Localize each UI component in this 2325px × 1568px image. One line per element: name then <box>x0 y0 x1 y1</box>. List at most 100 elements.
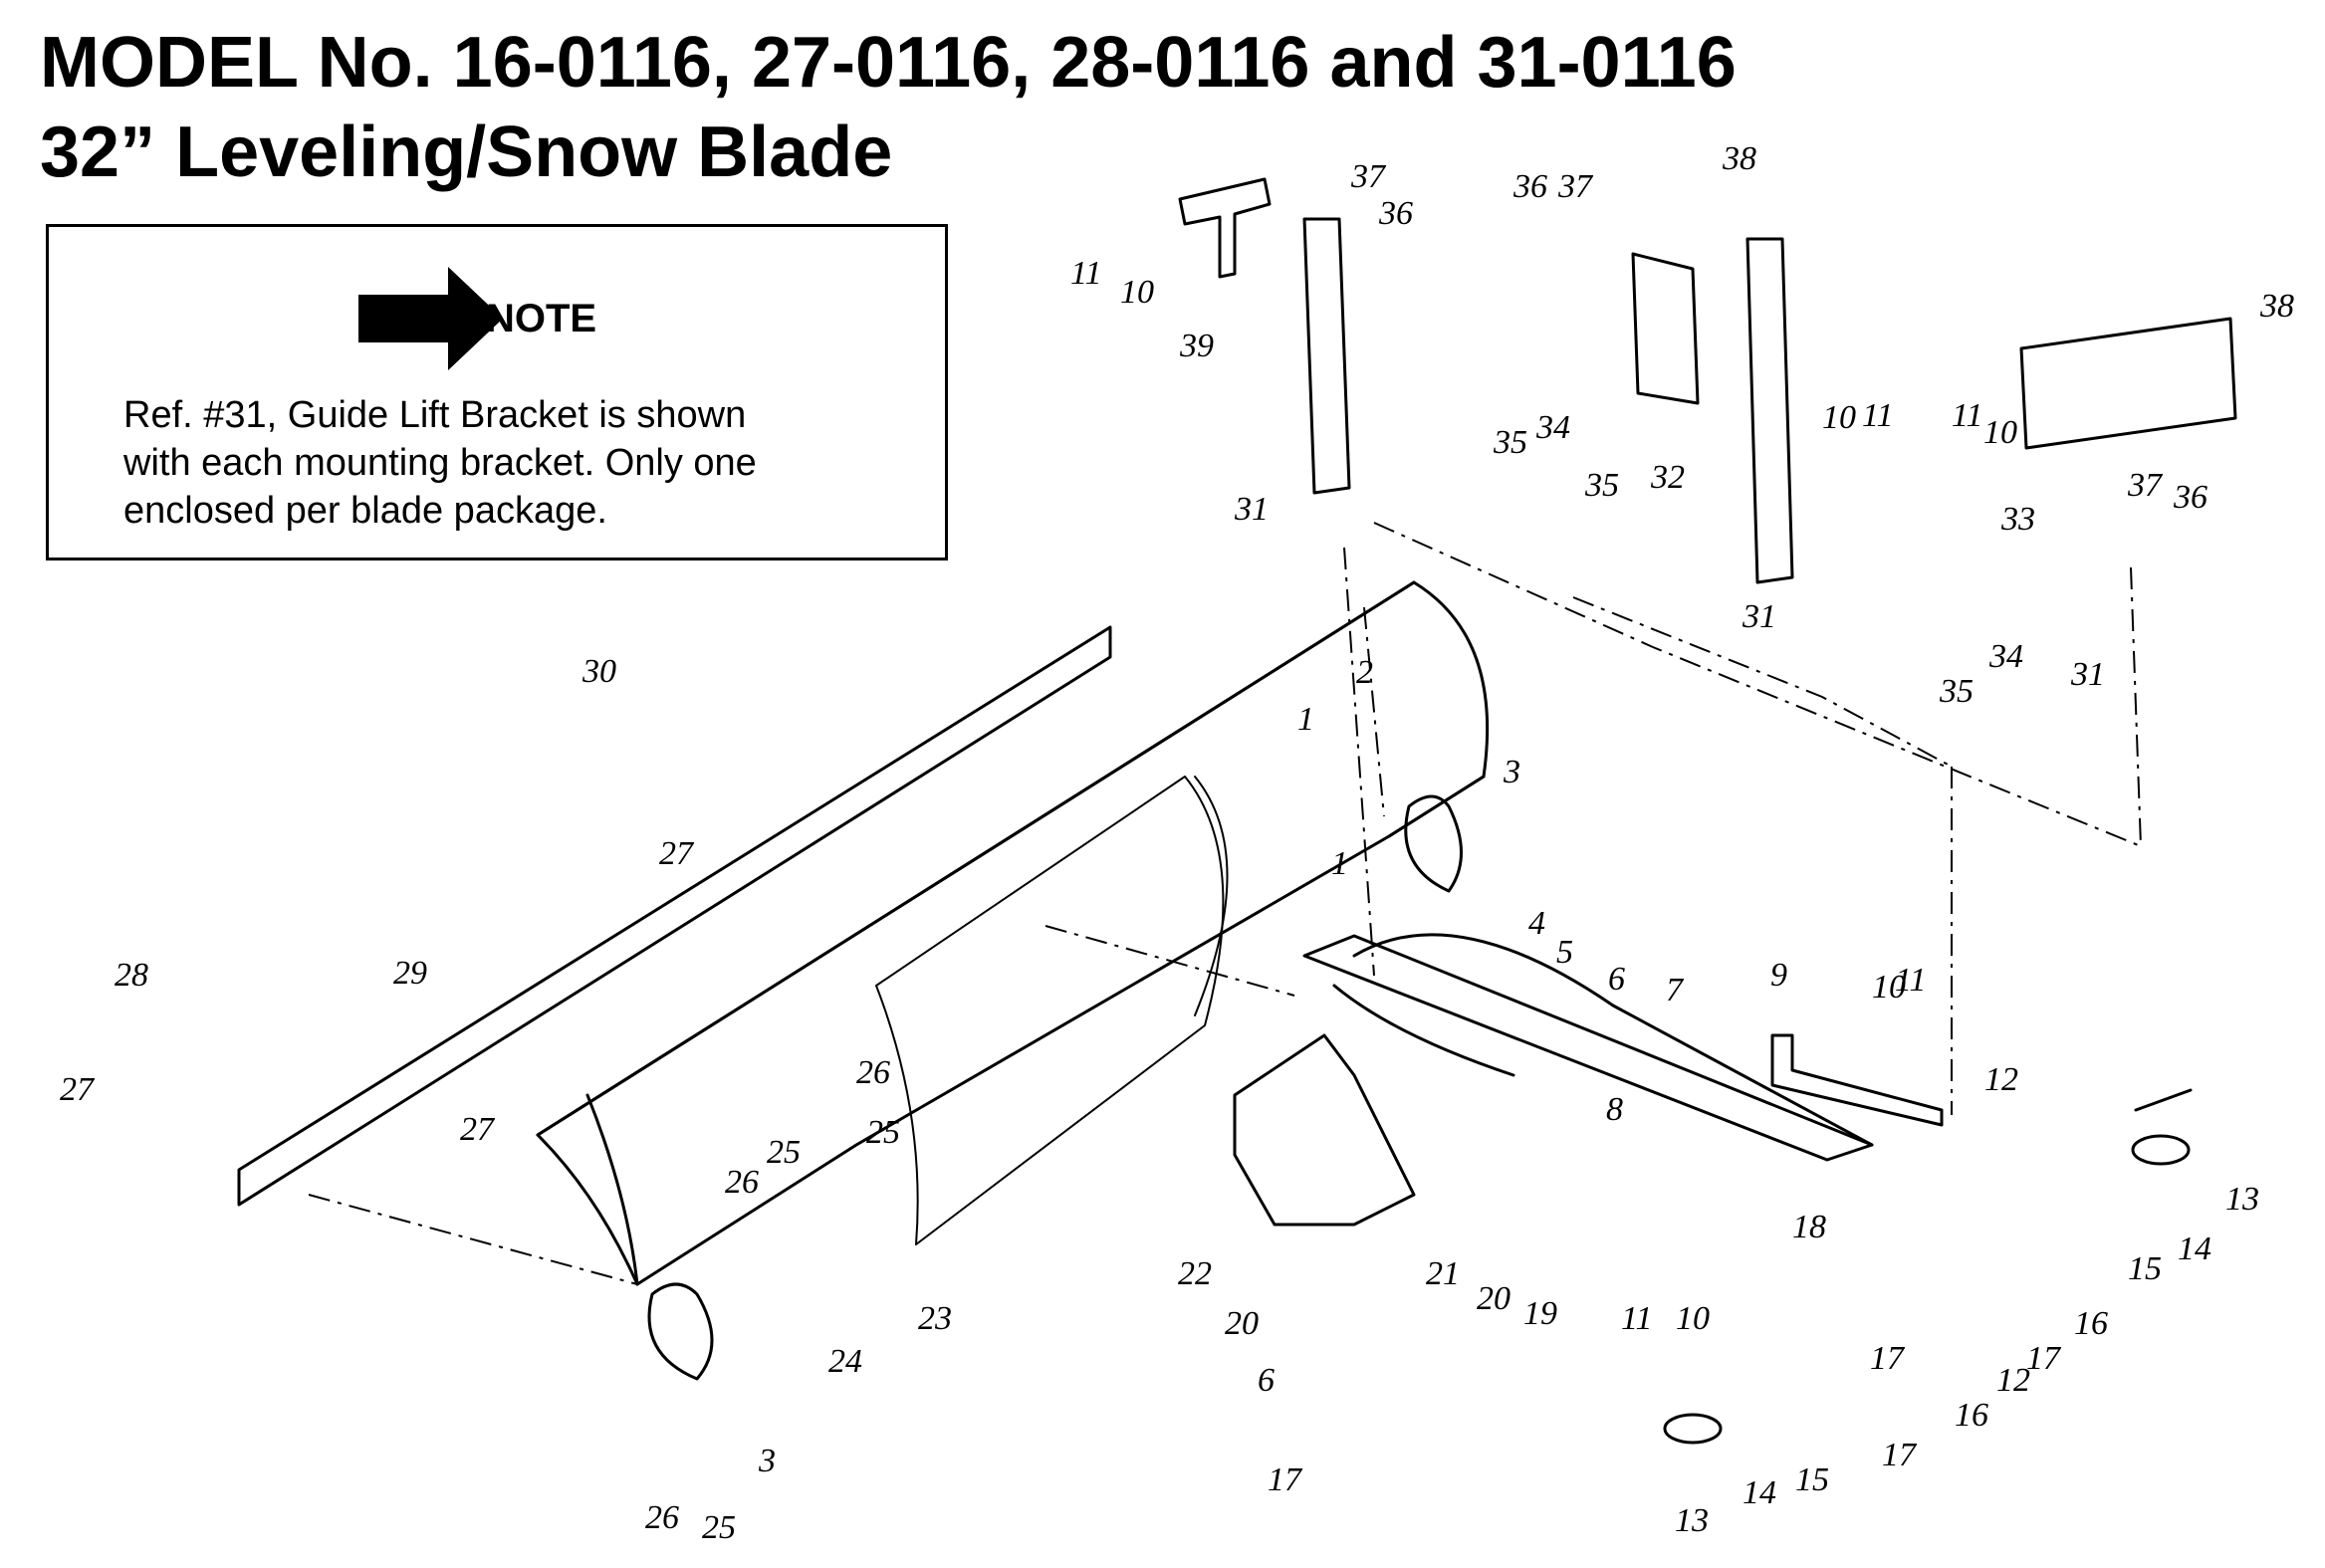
part-label-1-b: 1 <box>1331 845 1348 882</box>
part-label-22: 22 <box>1178 1255 1212 1292</box>
part-label-35-c: 35 <box>1939 673 1974 710</box>
part-label-5: 5 <box>1556 934 1573 971</box>
part-label-11-a: 11 <box>1070 255 1101 292</box>
page-title-product: 32” Leveling/Snow Blade <box>40 112 893 192</box>
part-label-6-b: 6 <box>1258 1362 1275 1399</box>
part-label-11-e: 11 <box>1621 1300 1652 1337</box>
part-label-30: 30 <box>581 653 616 690</box>
part-label-20-b: 20 <box>1225 1305 1259 1342</box>
part-label-16-b: 16 <box>1955 1397 1988 1434</box>
part-label-12-b: 12 <box>1996 1362 2030 1399</box>
part-label-15-b: 15 <box>1795 1461 1829 1498</box>
part-label-39: 39 <box>1179 328 1214 364</box>
part-label-26-b: 26 <box>725 1164 759 1201</box>
a-frame <box>1302 933 1874 1162</box>
guide-lift-bracket-31 <box>1302 217 1351 495</box>
part-label-34-b: 34 <box>1988 638 2023 675</box>
part-label-16-a: 16 <box>2074 1305 2108 1342</box>
part-label-38-a: 38 <box>1722 140 1756 177</box>
part-label-36-c: 36 <box>2173 479 2208 516</box>
note-box <box>46 224 948 560</box>
part-label-17-c: 17 <box>1268 1461 1303 1498</box>
roller-13-left <box>1663 1413 1723 1445</box>
bracket-39 <box>1178 177 1272 279</box>
part-label-10-d: 10 <box>1872 969 1906 1006</box>
part-label-37-c: 37 <box>2127 467 2164 504</box>
part-label-17-a: 17 <box>2026 1340 2062 1377</box>
part-label-36-a: 36 <box>1378 195 1413 232</box>
part-label-18: 18 <box>1792 1209 1826 1245</box>
part-label-21: 21 <box>1426 1255 1460 1292</box>
part-label-33: 33 <box>2000 501 2035 538</box>
mounting-bracket-33 <box>2019 317 2237 450</box>
part-label-27-b: 27 <box>60 1071 96 1108</box>
part-label-26-c: 26 <box>645 1499 679 1536</box>
part-label-25-a: 25 <box>866 1114 900 1151</box>
part-label-12-a: 12 <box>1984 1061 2018 1098</box>
part-label-4: 4 <box>1528 905 1545 942</box>
roller-13-right <box>2131 1088 2193 1166</box>
part-label-8: 8 <box>1606 1091 1623 1128</box>
part-label-27-a: 27 <box>659 835 695 872</box>
part-label-13-a: 13 <box>2225 1181 2259 1218</box>
part-label-13-b: 13 <box>1675 1502 1709 1539</box>
part-label-10-a: 10 <box>1120 274 1154 311</box>
wear-bar <box>875 776 1225 1245</box>
part-label-38-b: 38 <box>2259 288 2294 325</box>
note-line-2: with each mounting bracket. Only one <box>123 442 757 484</box>
part-label-37-b: 37 <box>1557 168 1594 205</box>
part-label-31-a: 31 <box>1234 491 1269 528</box>
part-label-17-d: 17 <box>1870 1340 1906 1377</box>
mounting-plate <box>1233 1033 1416 1227</box>
part-label-2: 2 <box>1356 654 1373 691</box>
part-label-11-c: 11 <box>1952 397 1982 434</box>
part-label-24: 24 <box>828 1343 862 1380</box>
part-label-9: 9 <box>1770 957 1787 994</box>
part-label-11-b: 11 <box>1862 397 1893 434</box>
part-label-3-a: 3 <box>1503 754 1520 790</box>
part-label-19: 19 <box>1523 1295 1557 1332</box>
part-label-34-a: 34 <box>1535 409 1570 446</box>
part-label-7: 7 <box>1666 972 1685 1008</box>
part-label-20-a: 20 <box>1477 1280 1511 1317</box>
part-label-10-b: 10 <box>1822 399 1856 436</box>
part-label-25-b: 25 <box>767 1134 801 1171</box>
part-label-31-b: 31 <box>1742 598 1776 635</box>
part-label-25-c: 25 <box>702 1509 736 1546</box>
moldboard-blade <box>536 580 1490 1286</box>
note-label: NOTE <box>486 297 597 340</box>
part-label-31-c: 31 <box>2070 656 2105 693</box>
part-label-36-b: 36 <box>1512 168 1547 205</box>
note-line-3: enclosed per blade package. <box>123 490 607 532</box>
cutting-edge-bar <box>237 625 1112 1207</box>
part-label-3-b: 3 <box>758 1443 776 1479</box>
part-label-27-c: 27 <box>460 1111 496 1148</box>
part-number-labels: 1 1 2 3 3 4 5 6 6 7 8 9 10 10 10 10 10 1… <box>60 140 2294 1546</box>
part-label-35-b: 35 <box>1584 467 1619 504</box>
part-label-29: 29 <box>393 955 427 992</box>
part-label-37-a: 37 <box>1350 158 1387 195</box>
part-label-14-b: 14 <box>1743 1474 1776 1511</box>
right-arrow-icon <box>358 267 503 370</box>
skid-shoe-right <box>1404 794 1463 893</box>
part-label-32: 32 <box>1650 459 1685 496</box>
mounting-bracket-32 <box>1631 252 1700 405</box>
part-label-35-a: 35 <box>1493 424 1527 461</box>
part-label-6-a: 6 <box>1608 961 1625 998</box>
part-label-17-b: 17 <box>1882 1437 1918 1473</box>
part-label-10-e: 10 <box>1676 1300 1710 1337</box>
part-label-28: 28 <box>115 957 148 994</box>
part-label-14-a: 14 <box>2178 1231 2211 1267</box>
guide-lift-bracket-31b <box>1745 237 1794 584</box>
part-label-10-c: 10 <box>1983 414 2017 451</box>
part-label-23: 23 <box>918 1300 952 1337</box>
note-line-1: Ref. #31, Guide Lift Bracket is shown <box>123 394 747 436</box>
part-label-15-a: 15 <box>2128 1250 2162 1287</box>
part-label-26-a: 26 <box>856 1054 890 1091</box>
part-label-11-d: 11 <box>1895 962 1926 999</box>
skid-shoe-left <box>647 1282 714 1381</box>
part-label-1-a: 1 <box>1297 701 1314 738</box>
page-title-model-numbers: MODEL No. 16-0116, 27-0116, 28-0116 and … <box>40 23 1737 103</box>
